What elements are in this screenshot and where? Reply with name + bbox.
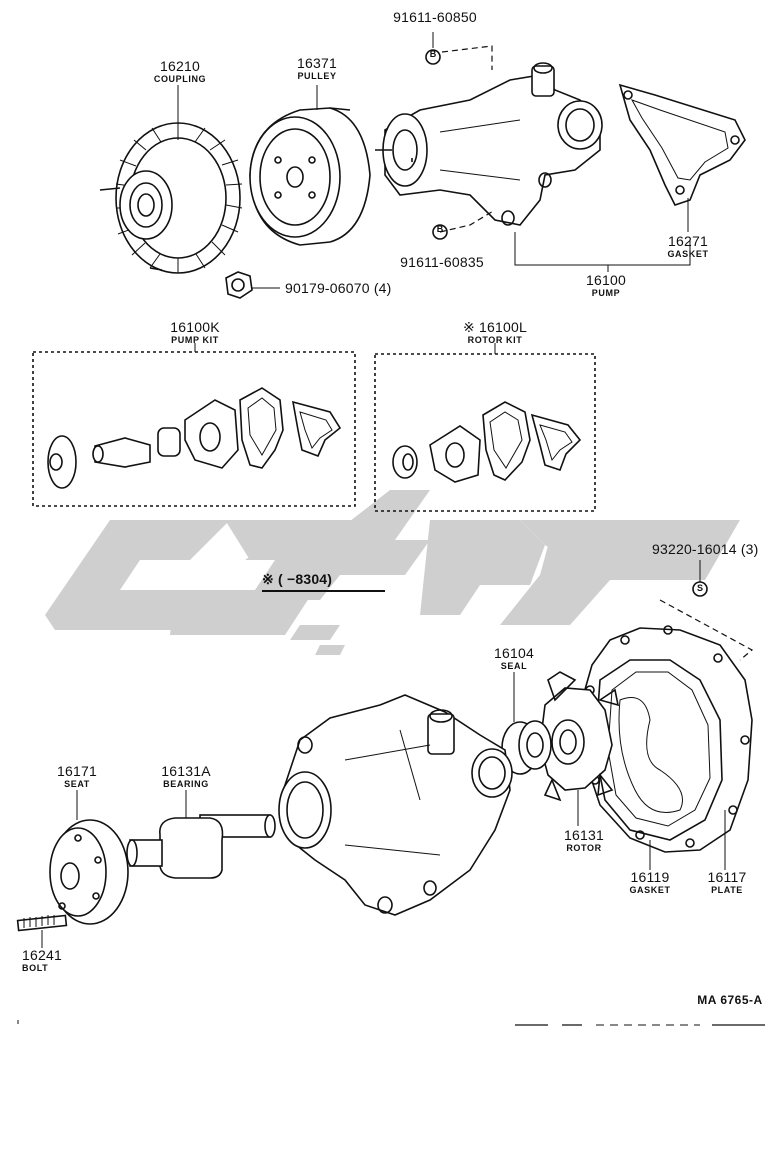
applicability-note: ※ ( −8304) [262, 571, 333, 587]
rotor-kit-parts [392, 401, 582, 483]
seat-label: 16171 SEAT [52, 764, 102, 789]
pulley-name: PULLEY [297, 71, 337, 81]
seat-drawing [49, 819, 129, 925]
bearing-name: BEARING [163, 779, 209, 789]
gasket-top-number: 16271 [668, 233, 708, 249]
pump-kit-parts [47, 387, 342, 489]
bolt-mid-number: 91611-60835 [400, 254, 484, 270]
coupling-drawing [99, 122, 243, 274]
bolt-bottom-drawing [16, 914, 68, 932]
leader-lines-top [177, 32, 691, 272]
nut-drawing [225, 271, 280, 299]
pulley-drawing [249, 107, 371, 246]
pump-kit-name: PUMP KIT [171, 335, 219, 345]
gasket-bottom-number: 16119 [630, 869, 670, 885]
pulley-label: 16371 PULLEY [284, 56, 350, 81]
s-marker-text: S [696, 583, 703, 593]
leader-lines-bottom [41, 672, 726, 948]
pump-kit-label: 16100K PUMP KIT [160, 320, 230, 345]
coupling-name: COUPLING [153, 74, 207, 84]
rotor-kit-box [374, 353, 596, 512]
pump-kit-number: 16100K [170, 319, 220, 335]
pump-label: 16100 PUMP [576, 273, 636, 298]
nut-number: 90179-06070 (4) [285, 280, 392, 296]
seal-name: SEAL [500, 661, 528, 671]
seal-label: 16104 SEAL [486, 646, 542, 671]
bolt-bottom-name: BOLT [22, 963, 49, 973]
pump-number: 16100 [586, 272, 626, 288]
plate-name: PLATE [711, 885, 743, 895]
seat-name: SEAT [64, 779, 90, 789]
plate-label: 16117 PLATE [699, 870, 755, 895]
gasket-top-name: GASKET [667, 249, 709, 259]
seat-number: 16171 [57, 763, 97, 779]
rotor-number: 16131 [564, 827, 604, 843]
plate-number: 16117 [707, 869, 747, 885]
screw-leader [659, 560, 754, 661]
gasket-bottom-label: 16119 GASKET [622, 870, 678, 895]
gasket-bottom-name: GASKET [629, 885, 671, 895]
b-marker-top [425, 49, 441, 65]
seal-drawing [501, 720, 552, 775]
rotor-drawing [539, 671, 620, 802]
b-marker-mid [432, 224, 448, 240]
coupling-number: 16210 [160, 58, 200, 74]
pump-name: PUMP [591, 288, 621, 298]
rotor-kit-name: ROTOR KIT [467, 335, 523, 345]
bolt-bottom-number: 16241 [22, 947, 62, 963]
pulley-number: 16371 [297, 55, 337, 71]
watermark-logo [45, 490, 740, 655]
b-marker-top-text: B [429, 49, 437, 59]
bearing-number: 16131A [161, 763, 211, 779]
screw-number: 93220-16014 (3) [652, 541, 759, 557]
figure-id: MA 6765-A [697, 993, 763, 1007]
water-pump-drawing [375, 62, 603, 226]
bearing-drawing [126, 814, 276, 879]
bearing-label: 16131A BEARING [150, 764, 222, 789]
pump-body-drawing [278, 694, 513, 916]
gasket-top-label: 16271 GASKET [658, 234, 718, 259]
gasket-top-drawing [618, 83, 746, 206]
bolt-bottom-label: 16241 BOLT [22, 948, 72, 973]
b-marker-mid-text: B [436, 224, 444, 234]
coupling-label: 16210 COUPLING [145, 59, 215, 84]
rotor-name: ROTOR [566, 843, 602, 853]
rotor-kit-number: ※ 16100L [463, 319, 527, 335]
bolt-top-number: 91611-60850 [393, 9, 477, 25]
seal-number: 16104 [494, 645, 534, 661]
gasket-bottom-drawing [594, 659, 723, 841]
s-marker [692, 581, 708, 597]
page-marks [17, 1020, 765, 1026]
pump-kit-box [32, 351, 356, 507]
rotor-kit-label: ※ 16100L ROTOR KIT [440, 320, 550, 345]
rotor-label: 16131 ROTOR [556, 828, 612, 853]
